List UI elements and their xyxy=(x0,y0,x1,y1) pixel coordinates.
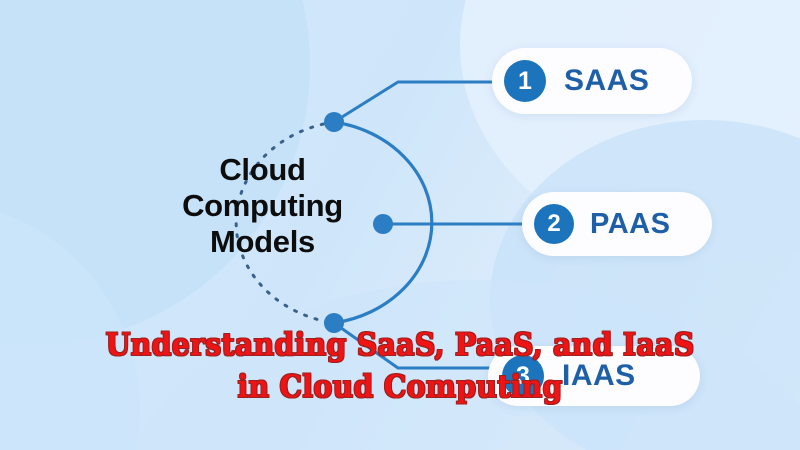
center-title-line-2: Computing xyxy=(182,187,343,223)
center-title-line-3: Models xyxy=(210,223,315,259)
overlay-headline: Understanding SaaS, PaaS, and IaaS in Cl… xyxy=(0,326,800,407)
branch-number-badge-2: 2 xyxy=(534,204,574,244)
branch-label-iaas: IAAS xyxy=(562,359,636,392)
branch-label-paas: PAAS xyxy=(590,207,671,240)
node-dot-iaas xyxy=(324,313,344,333)
connector-line-iaas xyxy=(332,321,502,370)
branch-label-saas: SAAS xyxy=(564,64,650,97)
center-title: Cloud Computing Models xyxy=(150,152,375,260)
branch-number-badge-1: 1 xyxy=(504,60,546,102)
dotted-circle-arc xyxy=(234,120,336,325)
overlay-headline-line-1: Understanding SaaS, PaaS, and IaaS xyxy=(105,327,695,363)
overlay-headline-line-2: in Cloud Computing xyxy=(237,368,563,405)
branch-pill-paas[interactable]: 2 PAAS xyxy=(522,192,712,256)
branch-number-badge-3: 3 xyxy=(502,355,544,397)
branch-pill-saas[interactable]: 1 SAAS xyxy=(492,48,692,114)
connector-line-saas xyxy=(332,80,502,124)
branch-pill-iaas[interactable]: 3 IAAS xyxy=(488,346,700,406)
node-dot-paas xyxy=(373,214,393,234)
center-title-line-1: Cloud xyxy=(219,152,306,187)
node-dot-saas xyxy=(324,112,344,132)
